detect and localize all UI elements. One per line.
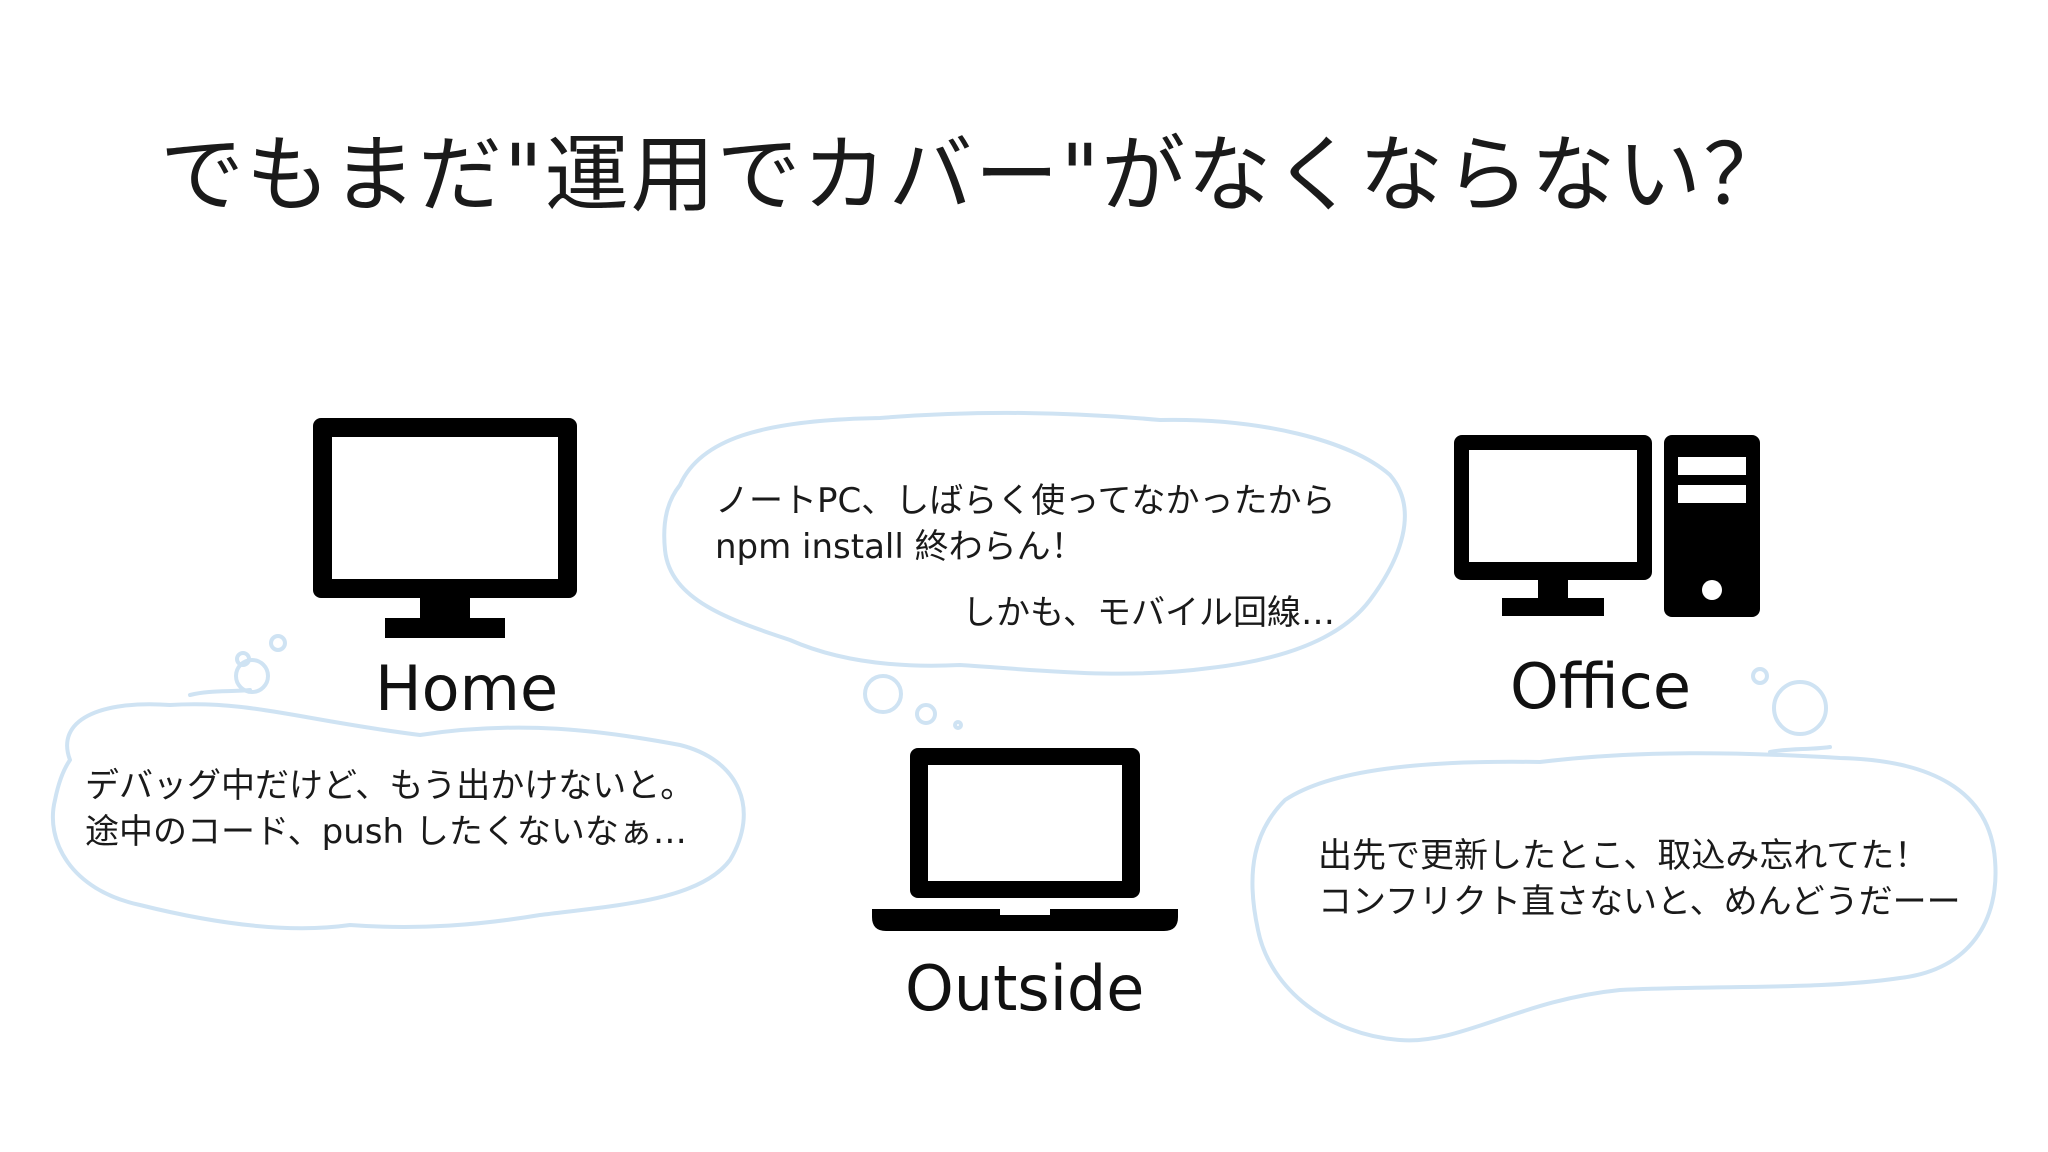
outside-bubble-line-2: npm install 終わらん！ [715, 527, 1085, 567]
outside-bubble-dot-small [953, 720, 963, 730]
desktop-tower-icon [1454, 435, 1760, 617]
home-bubble-dot-medium [235, 651, 251, 667]
home-thought-bubble [50, 702, 746, 931]
office-label: Office [1510, 650, 1691, 723]
office-bubble-line-1: 出先で更新したとこ、取込み忘れてた！ [1318, 836, 1929, 876]
outside-bubble-dot-large [863, 674, 903, 714]
outside-label: Outside [905, 952, 1145, 1025]
office-bubble-dot-small [1751, 667, 1769, 685]
home-bubble-dot-large [234, 658, 270, 694]
desktop-monitor-icon [313, 418, 577, 638]
home-bubble-line-1: デバッグ中だけど、もう出かけないと。 [85, 766, 695, 806]
home-bubble-dot-small [269, 634, 287, 652]
office-thought-bubble [1250, 751, 1998, 1043]
outside-bubble-line-1: ノートPC、しばらく使ってなかったから [715, 481, 1336, 521]
laptop-icon [872, 748, 1178, 931]
office-bubble-line-2: コンフリクト直さないと、めんどうだーー [1318, 882, 1961, 922]
office-bubble-dot-large [1772, 680, 1828, 736]
outside-bubble-dot-medium [915, 703, 937, 725]
home-bubble-line-2: 途中のコード、push したくないなぁ… [85, 812, 687, 852]
outside-thought-bubble [662, 410, 1407, 676]
slide-title: でもまだ"運用でカバー"がなくならない？ [160, 126, 1790, 224]
home-label: Home [375, 652, 559, 725]
outside-bubble-line-3: しかも、モバイル回線… [962, 593, 1335, 633]
